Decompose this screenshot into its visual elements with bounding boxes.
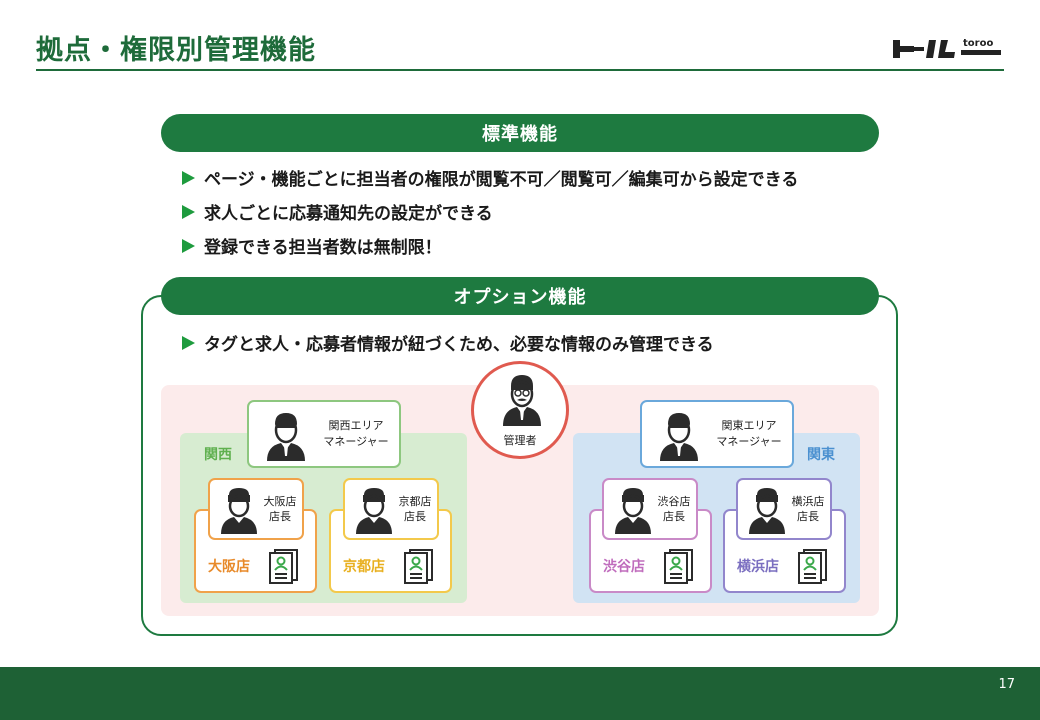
store-name: 大阪店 <box>208 559 250 575</box>
option-bullet: タグと求人・応募者情報が紐づくため、必要な情報のみ管理できる <box>182 330 714 355</box>
store-manager-label: 大阪店 店長 <box>256 480 304 538</box>
standard-bullet-1: ページ・機能ごとに担当者の権限が閲覧不可／閲覧可／編集可から設定できる <box>182 165 798 190</box>
admin-node: 管理者 <box>471 361 569 459</box>
manager-label-line2: マネージャー <box>716 435 782 448</box>
standard-bullet-3: 登録できる担当者数は無制限！ <box>182 233 442 258</box>
admin-person-icon <box>503 375 541 426</box>
bullet-text: ページ・機能ごとに担当者の権限が閲覧不可／閲覧可／編集可から設定できる <box>204 170 799 190</box>
store-card-kyoto: 京都店 <box>329 509 452 593</box>
manager-card-kansai: 関西エリア マネージャー <box>247 400 401 468</box>
resume-document-icon <box>269 549 298 584</box>
resume-document-icon <box>664 549 693 584</box>
store-manager-person-icon <box>356 488 392 534</box>
store-manager-label-line2: 店長 <box>797 510 819 523</box>
store-manager-label-line1: 横浜店 <box>791 494 825 508</box>
footer-bar: 17 <box>0 667 1040 720</box>
region-label-kansai: 関西 <box>204 447 232 463</box>
store-manager-label-line2: 店長 <box>404 510 426 523</box>
bullet-triangle-icon <box>182 170 195 185</box>
store-manager-label-line2: 店長 <box>663 510 685 523</box>
manager-card-kanto: 関東エリア マネージャー <box>640 400 794 468</box>
page-title: 拠点・権限別管理機能 <box>36 35 316 66</box>
store-manager-person-icon <box>615 488 651 534</box>
store-manager-label: 横浜店 店長 <box>784 480 832 538</box>
store-name: 横浜店 <box>737 559 779 575</box>
manager-label: 関東エリア マネージャー <box>708 402 790 466</box>
store-manager-label-line1: 京都店 <box>398 494 432 508</box>
manager-label-line1: 関東エリア <box>721 419 777 433</box>
manager-label-line2: マネージャー <box>323 435 389 448</box>
bullet-triangle-icon <box>182 335 195 350</box>
store-manager-label: 京都店 店長 <box>391 480 439 538</box>
store-manager-card-yokohama: 横浜店 店長 <box>736 478 832 540</box>
region-label-kanto: 関東 <box>807 447 835 463</box>
store-manager-person-icon <box>221 488 257 534</box>
toroo-logo: toroo <box>893 38 1001 58</box>
store-name: 渋谷店 <box>603 559 645 575</box>
standard-features-heading: 標準機能 <box>161 114 879 152</box>
manager-person-icon <box>267 413 305 461</box>
store-manager-card-kyoto: 京都店 店長 <box>343 478 439 540</box>
bullet-text: 登録できる担当者数は無制限！ <box>204 238 442 258</box>
resume-document-icon <box>404 549 433 584</box>
page-number: 17 <box>998 677 1015 692</box>
store-manager-label: 渋谷店 店長 <box>650 480 698 538</box>
bullet-text: 求人ごとに応募通知先の設定ができる <box>204 204 493 224</box>
option-features-heading: オプション機能 <box>161 277 879 315</box>
store-manager-card-shibuya: 渋谷店 店長 <box>602 478 698 540</box>
bullet-triangle-icon <box>182 238 195 253</box>
manager-label: 関西エリア マネージャー <box>315 402 397 466</box>
title-underline <box>36 69 1004 71</box>
store-manager-label-line1: 渋谷店 <box>657 494 691 508</box>
bullet-text: タグと求人・応募者情報が紐づくため、必要な情報のみ管理できる <box>204 335 714 355</box>
store-manager-person-icon <box>749 488 785 534</box>
store-name: 京都店 <box>343 559 385 575</box>
store-manager-label-line1: 大阪店 <box>263 494 297 508</box>
manager-person-icon <box>660 413 698 461</box>
resume-document-icon <box>798 549 827 584</box>
store-manager-label-line2: 店長 <box>269 510 291 523</box>
admin-label: 管理者 <box>503 434 537 447</box>
store-manager-card-osaka: 大阪店 店長 <box>208 478 304 540</box>
standard-bullet-2: 求人ごとに応募通知先の設定ができる <box>182 199 493 224</box>
bullet-triangle-icon <box>182 204 195 219</box>
manager-label-line1: 関西エリア <box>328 419 384 433</box>
logo-text: toroo <box>963 38 993 49</box>
